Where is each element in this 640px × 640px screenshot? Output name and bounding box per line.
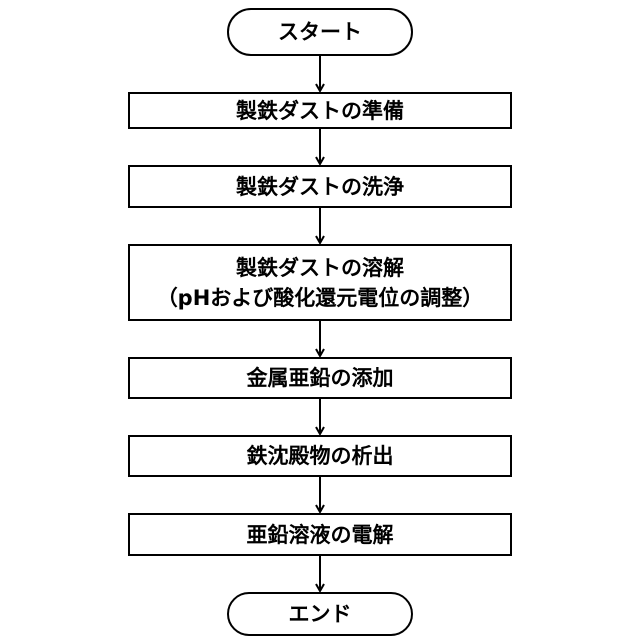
step-zinc-electrolysis: 亜鉛溶液の電解	[128, 513, 512, 556]
end-label: エンド	[289, 599, 352, 629]
step-prepare-dust: 製鉄ダストの準備	[128, 92, 512, 129]
step-label: 亜鉛溶液の電解	[247, 520, 394, 550]
step-dissolve-dust: 製鉄ダストの溶解 （pHおよび酸化還元電位の調整）	[128, 244, 512, 321]
start-label: スタート	[278, 17, 362, 47]
start-terminal: スタート	[227, 8, 413, 56]
step-label: 鉄沈殿物の析出	[247, 441, 394, 471]
step-sublabel: （pHおよび酸化還元電位の調整）	[157, 283, 484, 313]
step-label: 製鉄ダストの溶解	[236, 253, 404, 283]
step-add-zinc: 金属亜鉛の添加	[128, 357, 512, 399]
step-label: 金属亜鉛の添加	[247, 363, 394, 393]
step-label: 製鉄ダストの準備	[236, 96, 404, 126]
step-wash-dust: 製鉄ダストの洗浄	[128, 165, 512, 208]
step-iron-precipitation: 鉄沈殿物の析出	[128, 435, 512, 477]
end-terminal: エンド	[227, 592, 413, 636]
step-label: 製鉄ダストの洗浄	[236, 172, 404, 202]
